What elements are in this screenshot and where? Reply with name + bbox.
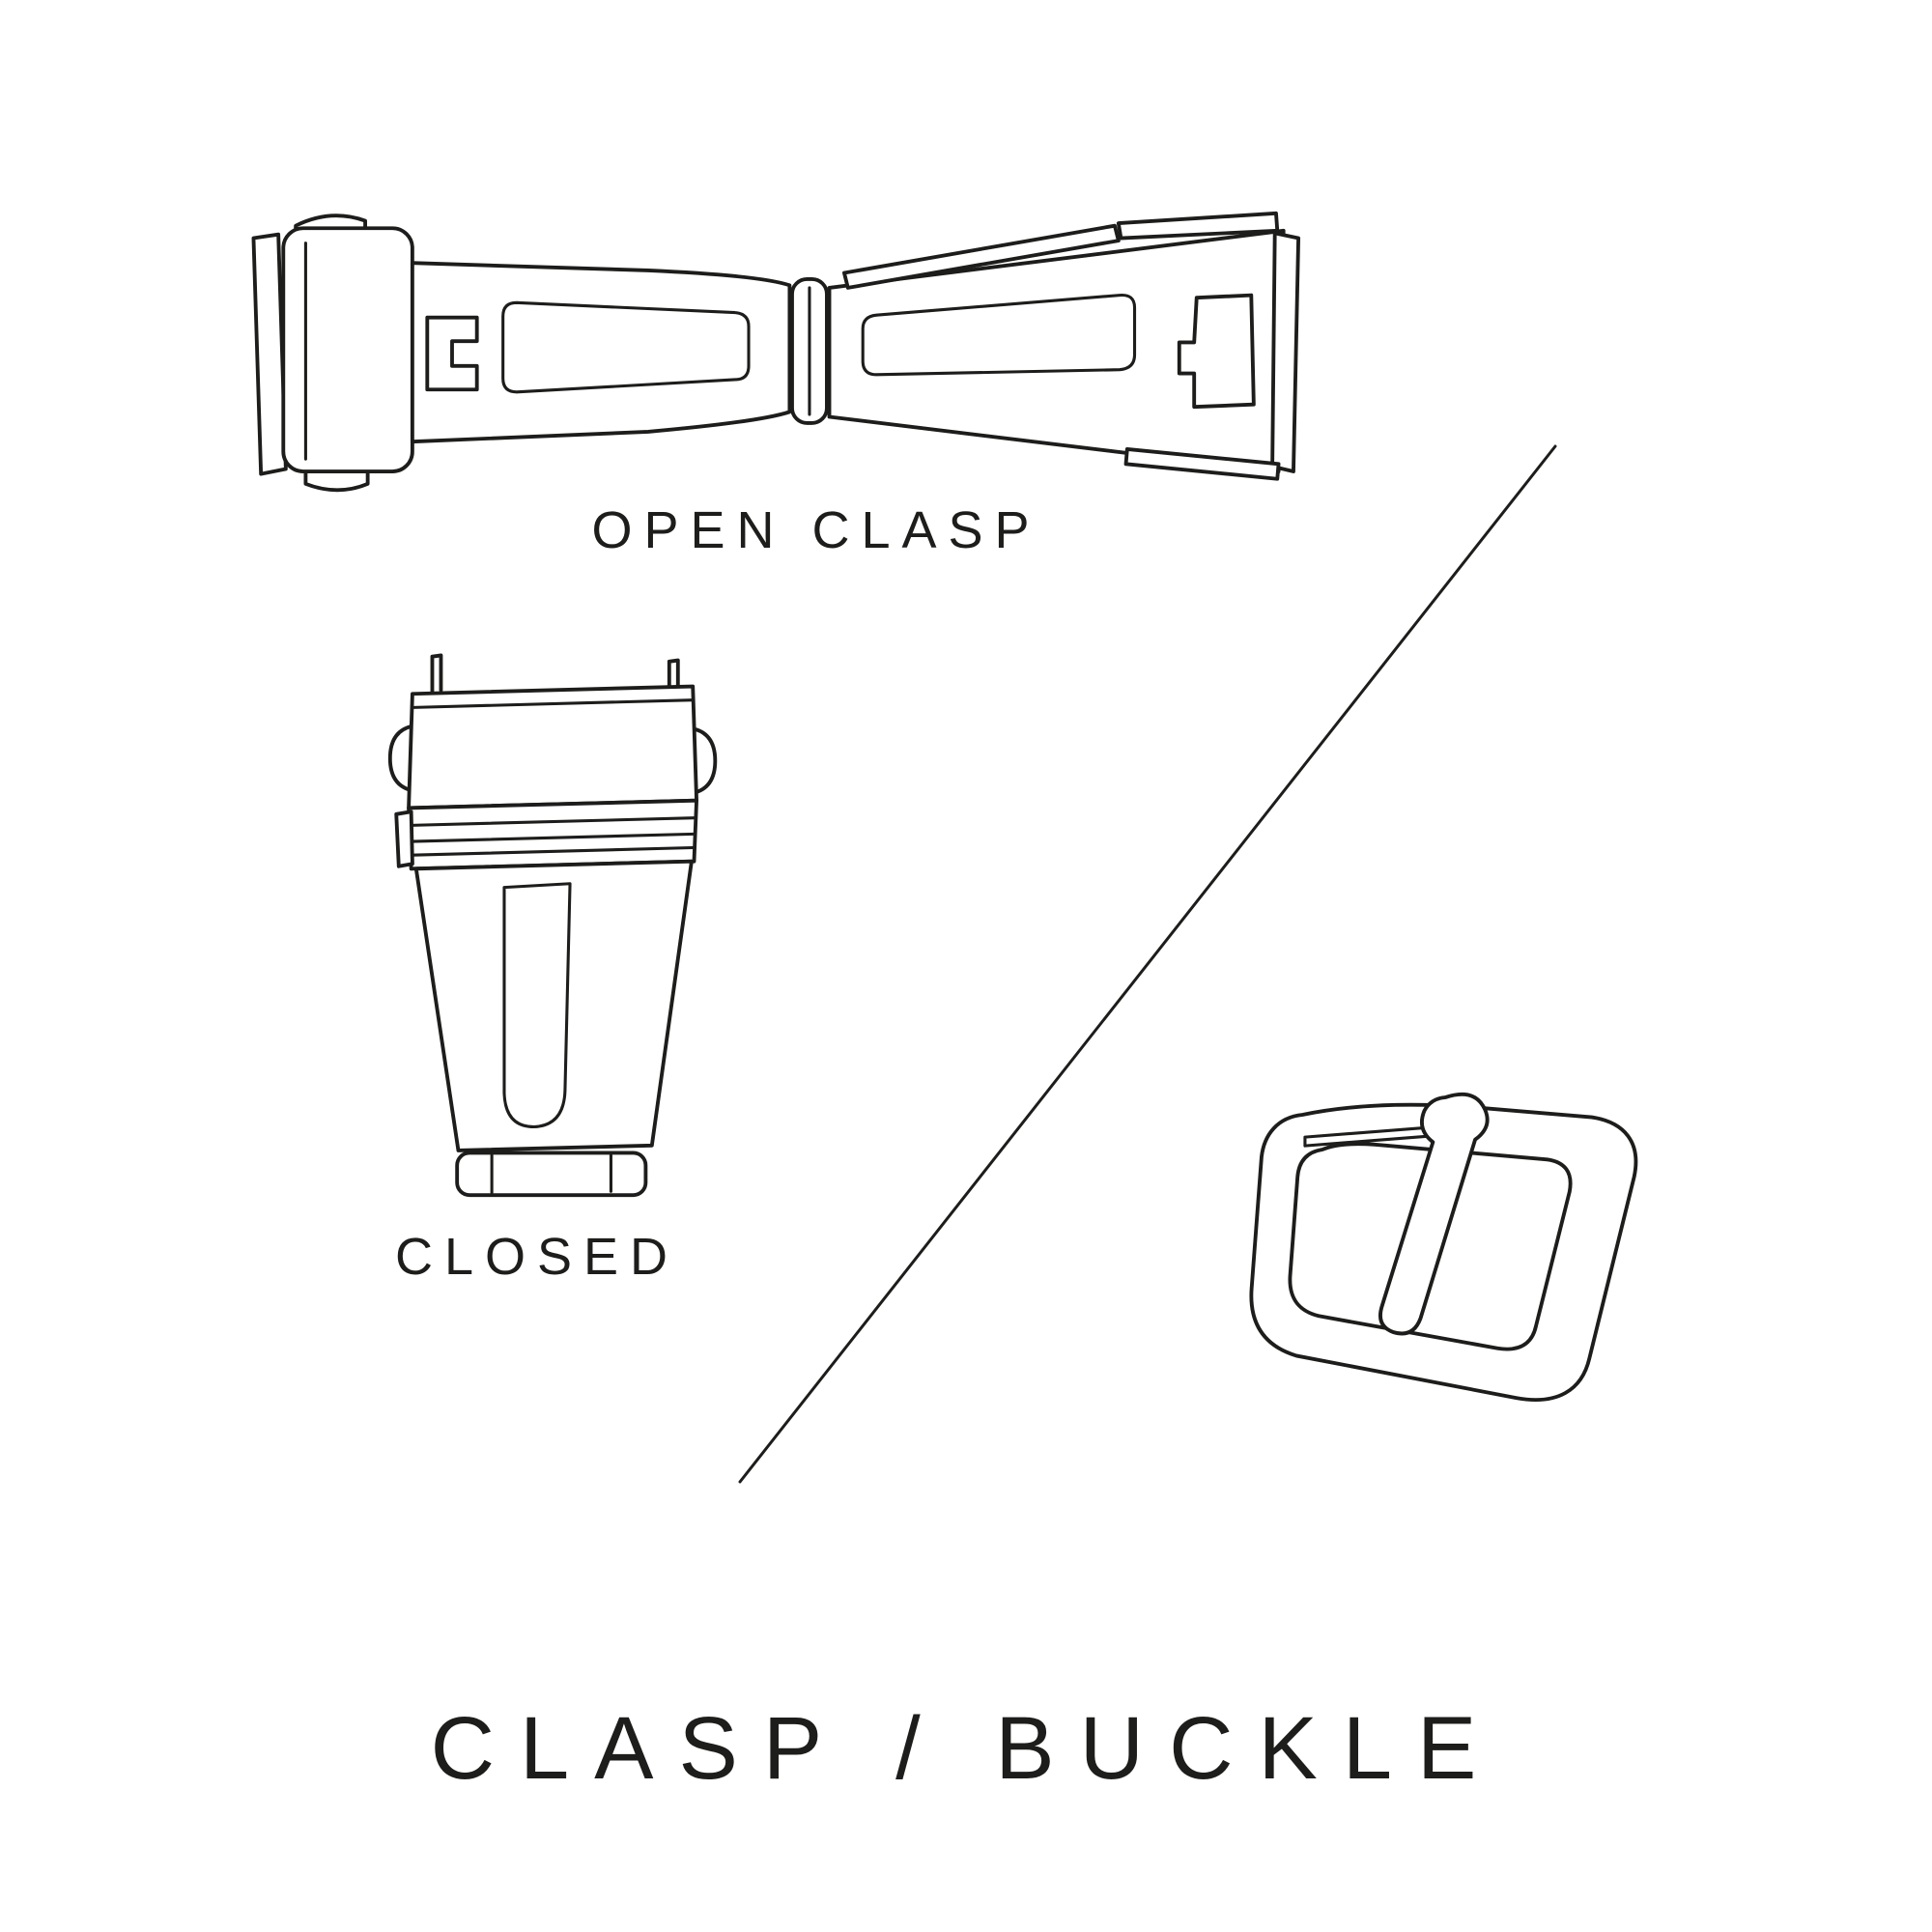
clasp-band-lines — [410, 816, 696, 857]
buckle-figure — [1223, 1080, 1670, 1428]
left-link-edge-strip — [251, 232, 288, 476]
open-deployant-clasp-icon — [251, 211, 1301, 493]
closed-deployant-clasp-icon — [387, 653, 718, 1198]
buckle-tongue — [1378, 1093, 1490, 1336]
clasp-right-arm — [827, 211, 1301, 481]
divider-stroke — [738, 444, 1557, 1484]
left-arm-outline — [410, 261, 792, 444]
clasp-hinge — [790, 276, 829, 425]
right-arm-end-bar — [1270, 231, 1301, 473]
left-link-body — [281, 226, 414, 473]
tang-buckle-icon — [1249, 1093, 1638, 1403]
clasp-body-slot — [502, 882, 572, 1129]
clasp-bottom-bar — [455, 1151, 648, 1198]
clasp-bottom-bar-lines — [490, 1152, 612, 1195]
clasp-prong-left — [430, 653, 443, 694]
divider-line — [738, 444, 1557, 1484]
clasp-ear-left — [387, 724, 414, 793]
right-arm-end-cutout — [1177, 293, 1256, 410]
closed-clasp-caption: CLOSED — [394, 1228, 680, 1286]
right-arm-inner-outline — [861, 293, 1137, 377]
diagonal-divider — [734, 440, 1565, 1492]
clasp-ear-right — [691, 726, 718, 795]
left-arm-inner-outline — [501, 300, 751, 394]
open-clasp-figure — [226, 184, 1306, 506]
clasp-body — [413, 859, 694, 1152]
clasp-left-arm — [410, 261, 792, 444]
clasp-left-end-link — [251, 213, 414, 493]
open-clasp-caption: OPEN CLASP — [591, 501, 1041, 559]
page-title: CLASP / BUCKLE — [430, 1699, 1502, 1798]
left-arm-hook-notch — [425, 315, 479, 392]
right-arm-top-blade-step — [1116, 211, 1280, 241]
clasp-side-clip — [394, 810, 414, 868]
right-arm-top-blade — [842, 223, 1121, 290]
closed-clasp-figure — [383, 649, 718, 1208]
clasp-top-cover-edge-line — [412, 698, 695, 709]
right-arm-bottom-strip — [1123, 446, 1281, 481]
